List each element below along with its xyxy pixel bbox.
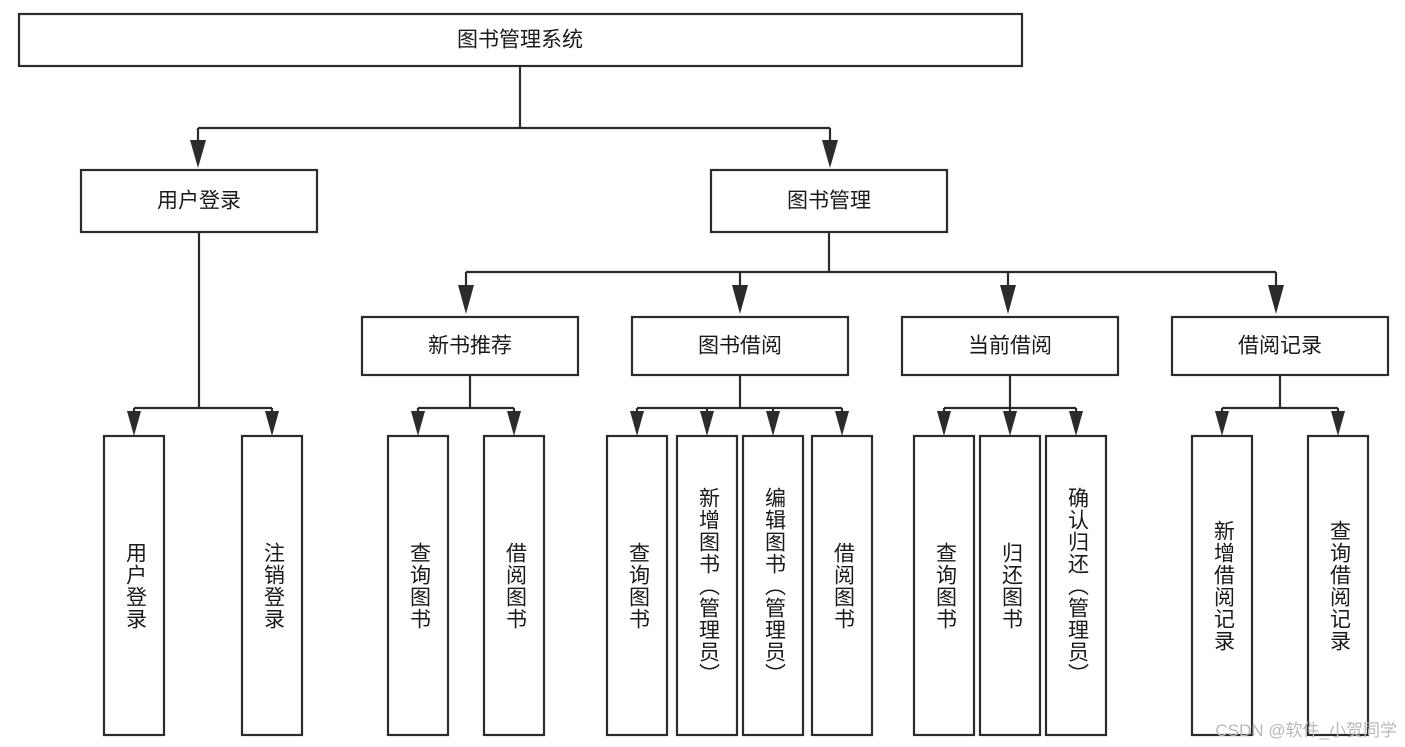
node-borrow-record-box[interactable] (1170, 315, 1390, 377)
arrow-bb-leaf-2 (700, 411, 714, 436)
leaf-current-borrow-1-box[interactable] (912, 434, 976, 737)
leaf-borrow-record-2-label: 查询借阅记录 (1327, 520, 1351, 652)
leaf-new-book-recommend-1-box[interactable] (386, 434, 450, 737)
leaf-user-login-2-label: 注销登录 (261, 542, 285, 630)
leaf-book-borrow-2-label: 新增图书（管理员） (696, 487, 720, 685)
leaf-book-borrow-4-box[interactable] (810, 434, 874, 737)
leaf-borrow-record-1-box[interactable] (1190, 434, 1254, 737)
arrow-cb-leaf-1 (937, 411, 951, 436)
arrow-nbr-leaf-1 (411, 411, 425, 436)
node-book-manage-label: 图书管理 (787, 190, 871, 213)
node-new-book-recommend[interactable]: 新书推荐 (360, 315, 580, 377)
leaf-borrow-record-2[interactable]: 查询借阅记录 (1306, 434, 1370, 737)
arrow-br-leaf-1 (1215, 411, 1229, 436)
arrow-bb-leaf-4 (835, 411, 849, 436)
leaf-new-book-recommend-2-box[interactable] (482, 434, 546, 737)
node-new-book-recommend-box[interactable] (360, 315, 580, 377)
leaf-new-book-recommend-2[interactable]: 借阅图书 (482, 434, 546, 737)
arrow-cb-leaf-3 (1069, 411, 1083, 436)
leaf-book-borrow-4[interactable]: 借阅图书 (810, 434, 874, 737)
leaf-user-login-1-box[interactable] (102, 434, 166, 737)
node-book-manage-box[interactable] (709, 168, 949, 234)
leaf-current-borrow-3[interactable]: 确认归还（管理员） (1044, 434, 1108, 737)
leaf-book-borrow-2[interactable]: 新增图书（管理员） (675, 434, 739, 737)
leaf-user-login-1-label: 用户登录 (123, 542, 147, 630)
leaf-current-borrow-2-box[interactable] (978, 434, 1042, 737)
arrow-bm-to-new-book (458, 285, 474, 314)
leaf-new-book-recommend-2-label: 借阅图书 (503, 542, 527, 630)
leaf-borrow-record-1[interactable]: 新增借阅记录 (1190, 434, 1254, 737)
leaf-user-login-2-box[interactable] (240, 434, 304, 737)
node-new-book-recommend-label: 新书推荐 (428, 335, 512, 358)
node-current-borrow[interactable]: 当前借阅 (900, 315, 1120, 377)
leaf-current-borrow-1[interactable]: 查询图书 (912, 434, 976, 737)
node-book-borrow[interactable]: 图书借阅 (630, 315, 850, 377)
leaf-book-borrow-3[interactable]: 编辑图书（管理员） (741, 434, 805, 737)
leaf-user-login-2[interactable]: 注销登录 (240, 434, 304, 737)
arrow-bb-leaf-3 (766, 411, 780, 436)
node-book-borrow-label: 图书借阅 (698, 335, 782, 358)
arrow-root-to-book-manage (822, 140, 838, 168)
leaf-book-borrow-1-label: 查询图书 (626, 542, 650, 630)
node-user-login[interactable]: 用户登录 (79, 168, 319, 234)
leaf-new-book-recommend-1-label: 查询图书 (407, 542, 431, 630)
leaf-current-borrow-2-label: 归还图书 (999, 542, 1023, 630)
leaf-current-borrow-2[interactable]: 归还图书 (978, 434, 1042, 737)
node-borrow-record-label: 借阅记录 (1238, 335, 1322, 358)
leaf-book-borrow-4-label: 借阅图书 (831, 542, 855, 630)
leaf-book-borrow-3-box[interactable] (741, 434, 805, 737)
node-current-borrow-label: 当前借阅 (968, 335, 1052, 358)
leaf-current-borrow-1-label: 查询图书 (933, 542, 957, 630)
node-user-login-label: 用户登录 (157, 190, 241, 213)
leaf-user-login-1[interactable]: 用户登录 (102, 434, 166, 737)
leaf-book-borrow-3-label: 编辑图书（管理员） (762, 487, 786, 685)
leaf-new-book-recommend-1[interactable]: 查询图书 (386, 434, 450, 737)
leaf-current-borrow-3-label: 确认归还（管理员） (1065, 487, 1089, 685)
leaf-book-borrow-1[interactable]: 查询图书 (605, 434, 669, 737)
arrow-bm-to-borrow-record (1268, 285, 1284, 314)
arrow-nbr-leaf-2 (507, 411, 521, 436)
arrow-user-login-leaf-1 (127, 411, 141, 436)
leaf-current-borrow-3-box[interactable] (1044, 434, 1108, 737)
leaf-book-borrow-1-box[interactable] (605, 434, 669, 737)
node-current-borrow-box[interactable] (900, 315, 1120, 377)
arrow-user-login-leaf-2 (265, 411, 279, 436)
arrow-cb-leaf-2 (1003, 411, 1017, 436)
leaf-borrow-record-1-label: 新增借阅记录 (1211, 520, 1235, 652)
node-borrow-record[interactable]: 借阅记录 (1170, 315, 1390, 377)
node-root-label: 图书管理系统 (457, 29, 583, 52)
node-root[interactable]: 图书管理系统 (17, 12, 1024, 68)
leaf-book-borrow-2-box[interactable] (675, 434, 739, 737)
leaf-borrow-record-2-box[interactable] (1306, 434, 1370, 737)
arrow-bb-leaf-1 (630, 411, 644, 436)
node-book-borrow-box[interactable] (630, 315, 850, 377)
arrow-root-to-user-login (190, 140, 206, 168)
node-book-manage[interactable]: 图书管理 (709, 168, 949, 234)
node-root-box[interactable] (17, 12, 1024, 68)
arrow-bm-to-current-borrow (1000, 285, 1016, 314)
arrow-br-leaf-2 (1331, 411, 1345, 436)
arrow-bm-to-book-borrow (732, 285, 748, 314)
